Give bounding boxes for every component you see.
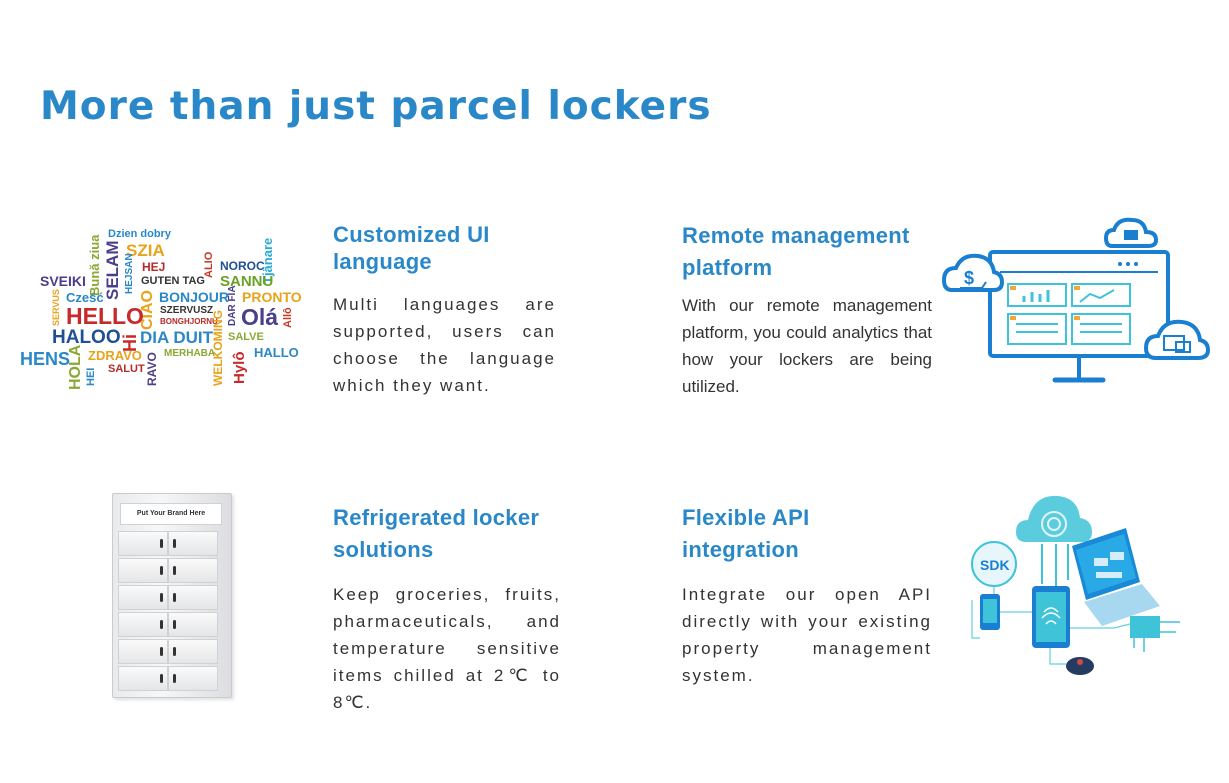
locker-door [118,666,168,691]
word: ZDRAVO [88,348,142,363]
locker-door [118,531,168,556]
word: MERHABA [164,348,216,359]
word: DIA DUIT [140,328,214,347]
word: HELLO [66,303,144,329]
word: BONGHJORNU [160,317,218,326]
locker-door [168,531,218,556]
locker-door [168,612,218,637]
word: HEJ [142,260,166,274]
locker-brand-panel: Put Your Brand Here [120,503,222,525]
refrigerated-locker-illustration: Put Your Brand Here [112,493,232,698]
word: SVEIKI [40,273,86,289]
word: HENS [20,349,71,369]
locker-door [168,666,218,691]
word: SALVE [228,331,264,343]
word: Olá [241,304,279,330]
svg-text:$: $ [964,268,974,288]
word: Allô [282,307,294,328]
word: RAVO [145,352,159,386]
word: SZIA [126,241,165,260]
word: SANNU [220,273,274,290]
word: DAR FIA [227,285,238,326]
remote-dashboard-illustration: $ [942,217,1210,383]
word: HEI [85,367,97,386]
word: Dzien dobry [108,228,171,240]
word: HEJSAN [124,253,135,294]
locker-door [168,639,218,664]
feature-desc-flexible-api: Integrate our open API directly with you… [682,585,932,685]
word: HOLA [67,344,84,390]
feature-title-refrigerated-locker: Refrigerated locker solutions [333,505,540,562]
word: Bună ziua [87,234,102,296]
page-title: More than just parcel lockers [40,84,712,129]
api-integration-illustration: SDK [971,495,1180,675]
word: SALUT [108,363,145,375]
locker-door [168,585,218,610]
word: HALLO [254,345,299,360]
feature-desc-remote-management: With our remote management platform, you… [682,296,932,396]
locker-door [118,639,168,664]
feature-title-remote-management: Remote management platform [682,223,910,280]
word: GUTEN TAG [141,275,205,287]
sdk-label: SDK [980,557,1010,573]
word: BONJOUR [159,289,230,305]
feature-desc-refrigerated-locker: Keep groceries, fruits, pharmaceuticals,… [333,585,561,712]
feature-title-customized-ui: Customized UI language [333,222,490,274]
word: SELAM [103,240,122,301]
locker-door [118,558,168,583]
language-word-cloud: Dzien dobry Bună ziua SZIA HEJ NOROC Tjä… [18,222,308,392]
word: ALIO [203,251,215,278]
word: Cześć [66,290,104,305]
word: HALOO [52,327,121,348]
word: NOROC [220,259,265,273]
feature-desc-customized-ui: Multi languages are supported, users can… [333,295,556,395]
feature-title-flexible-api: Flexible API integration [682,505,810,562]
locker-door [168,558,218,583]
locker-door [118,612,168,637]
locker-door [118,585,168,610]
word: PRONTO [242,289,302,305]
word: Hylô [231,351,248,384]
word: SZERVUSZ [160,305,214,316]
word: SERVUS [51,289,61,326]
